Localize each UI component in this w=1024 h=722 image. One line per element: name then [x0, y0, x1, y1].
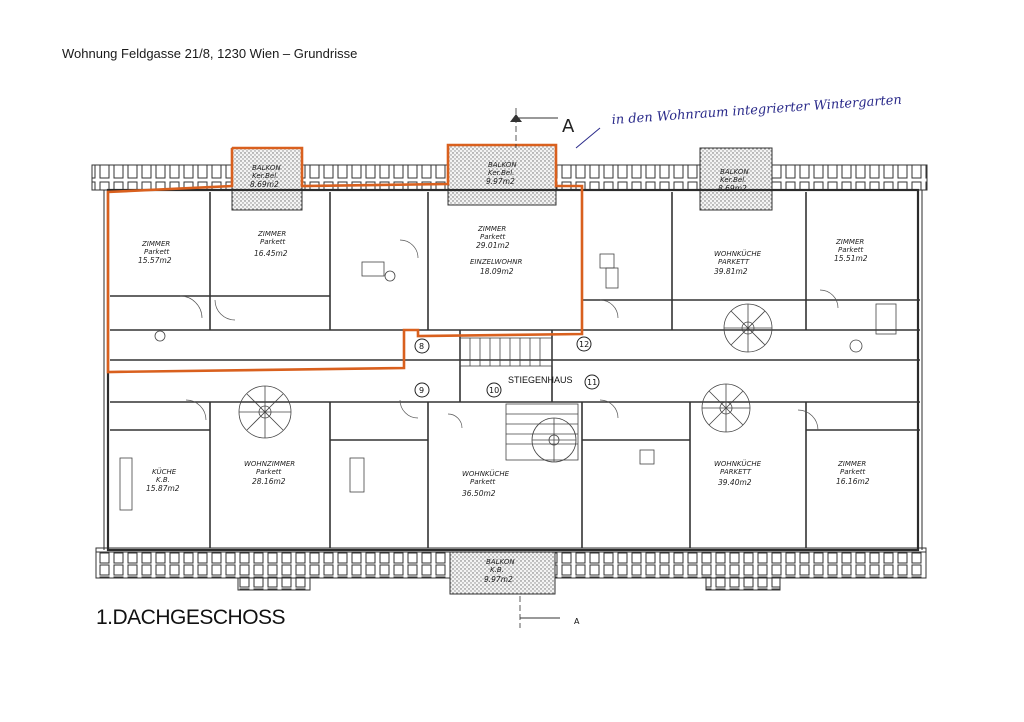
svg-text:BALKON: BALKON — [252, 164, 281, 172]
room-einzelwohnr: EINZELWOHNR 18.09m2 — [470, 258, 522, 276]
room-zimmer-2: ZIMMER Parkett 16.45m2 — [254, 230, 288, 258]
svg-text:BALKON: BALKON — [486, 558, 515, 566]
svg-text:Parkett: Parkett — [260, 238, 285, 246]
room-zimmer-3: ZIMMER Parkett 29.01m2 — [476, 225, 510, 250]
svg-text:8.69m2: 8.69m2 — [250, 180, 279, 189]
svg-text:WOHNKÜCHE: WOHNKÜCHE — [462, 469, 510, 478]
svg-text:Parkett: Parkett — [840, 468, 865, 476]
handwritten-note: in den Wohnraum integrierter Wintergarte… — [611, 93, 902, 128]
svg-text:28.16m2: 28.16m2 — [252, 477, 286, 486]
svg-text:9.97m2: 9.97m2 — [486, 177, 515, 186]
room-zimmer-bottom-right: ZIMMER Parkett 16.16m2 — [836, 460, 870, 486]
room-wohnkueche-top-right: WOHNKÜCHE PARKETT 39.81m2 — [714, 249, 762, 276]
svg-text:9.97m2: 9.97m2 — [484, 575, 513, 584]
section-marker-label: A — [562, 116, 575, 137]
balconies — [231, 144, 781, 595]
svg-text:8.69m2: 8.69m2 — [718, 184, 747, 193]
section-marker — [510, 108, 601, 628]
svg-text:36.50m2: 36.50m2 — [462, 489, 496, 498]
svg-text:PARKETT: PARKETT — [720, 468, 752, 476]
svg-text:KÜCHE: KÜCHE — [152, 467, 177, 476]
room-balkon-bottom: BALKON K.B. 9.97m2 — [484, 558, 515, 584]
balcony-bottom — [449, 551, 556, 595]
spiral-stairs — [238, 303, 773, 463]
interior-walls — [110, 192, 920, 548]
svg-text:Ker.Bel.: Ker.Bel. — [252, 172, 278, 180]
svg-text:ZIMMER: ZIMMER — [837, 460, 866, 468]
svg-text:16.45m2: 16.45m2 — [254, 249, 288, 258]
svg-text:29.01m2: 29.01m2 — [476, 241, 510, 250]
svg-text:Ker.Bel.: Ker.Bel. — [488, 169, 514, 177]
unit-number-10: 10 — [489, 386, 499, 395]
svg-text:ZIMMER: ZIMMER — [257, 230, 286, 238]
bottom-step-right — [705, 577, 781, 591]
document-title: Wohnung Feldgasse 21/8, 1230 Wien – Grun… — [62, 46, 358, 61]
svg-text:15.87m2: 15.87m2 — [146, 484, 180, 493]
balcony-left — [231, 147, 303, 211]
room-balkon-center: BALKON Ker.Bel. 9.97m2 — [486, 161, 517, 186]
door-swings — [179, 239, 839, 431]
stairwell-label: STIEGENHAUS — [508, 375, 573, 385]
highlighted-apartment-outline — [106, 143, 584, 374]
svg-text:WOHNKÜCHE: WOHNKÜCHE — [714, 459, 762, 468]
svg-text:Parkett: Parkett — [256, 468, 281, 476]
svg-text:Parkett: Parkett — [470, 478, 495, 486]
svg-text:BALKON: BALKON — [488, 161, 517, 169]
svg-text:18.09m2: 18.09m2 — [480, 267, 514, 276]
unit-number-8: 8 — [419, 342, 424, 351]
room-kueche: KÜCHE K.B. 15.87m2 — [146, 467, 180, 493]
svg-text:Parkett: Parkett — [144, 248, 169, 256]
floor-label: 1.DACHGESCHOSS — [96, 606, 286, 629]
unit-number-9: 9 — [419, 386, 424, 395]
bottom-step-left — [237, 577, 311, 591]
svg-text:K.B.: K.B. — [156, 476, 170, 484]
svg-text:Parkett: Parkett — [838, 246, 863, 254]
unit-number-12: 12 — [579, 340, 589, 349]
room-wohnkueche-bottom-center: WOHNKÜCHE Parkett 36.50m2 — [462, 469, 510, 498]
stairwell — [459, 337, 579, 461]
svg-text:WOHNKÜCHE: WOHNKÜCHE — [714, 249, 762, 258]
svg-text:15.51m2: 15.51m2 — [834, 254, 868, 263]
room-wohnzimmer: WOHNZIMMER Parkett 28.16m2 — [244, 460, 295, 486]
svg-text:ZIMMER: ZIMMER — [141, 240, 170, 248]
svg-text:39.40m2: 39.40m2 — [718, 478, 752, 487]
svg-text:WOHNZIMMER: WOHNZIMMER — [244, 460, 295, 468]
svg-text:EINZELWOHNR: EINZELWOHNR — [470, 258, 522, 266]
svg-text:K.B.: K.B. — [490, 566, 504, 574]
room-zimmer-1: ZIMMER Parkett 15.57m2 — [138, 240, 172, 265]
svg-text:PARKETT: PARKETT — [718, 258, 750, 266]
svg-text:39.81m2: 39.81m2 — [714, 267, 748, 276]
svg-text:Ker.Bel.: Ker.Bel. — [720, 176, 746, 184]
unit-number-11: 11 — [587, 378, 597, 387]
room-zimmer-top-right: ZIMMER Parkett 15.51m2 — [834, 238, 868, 263]
svg-text:ZIMMER: ZIMMER — [835, 238, 864, 246]
svg-text:Parkett: Parkett — [480, 233, 505, 241]
svg-text:ZIMMER: ZIMMER — [477, 225, 506, 233]
svg-text:16.16m2: 16.16m2 — [836, 477, 870, 486]
svg-text:15.57m2: 15.57m2 — [138, 256, 172, 265]
room-wohnkueche-bottom-right: WOHNKÜCHE PARKETT 39.40m2 — [714, 459, 762, 487]
balcony-right — [699, 147, 773, 211]
room-balkon-right: BALKON Ker.Bel. 8.69m2 — [718, 168, 749, 193]
room-balkon-left: BALKON Ker.Bel. 8.69m2 — [250, 164, 281, 189]
balcony-center — [447, 144, 557, 206]
unit-number-markers — [414, 336, 600, 398]
section-marker-bottom: A — [574, 617, 580, 626]
svg-text:BALKON: BALKON — [720, 168, 749, 176]
fixtures — [119, 253, 897, 511]
